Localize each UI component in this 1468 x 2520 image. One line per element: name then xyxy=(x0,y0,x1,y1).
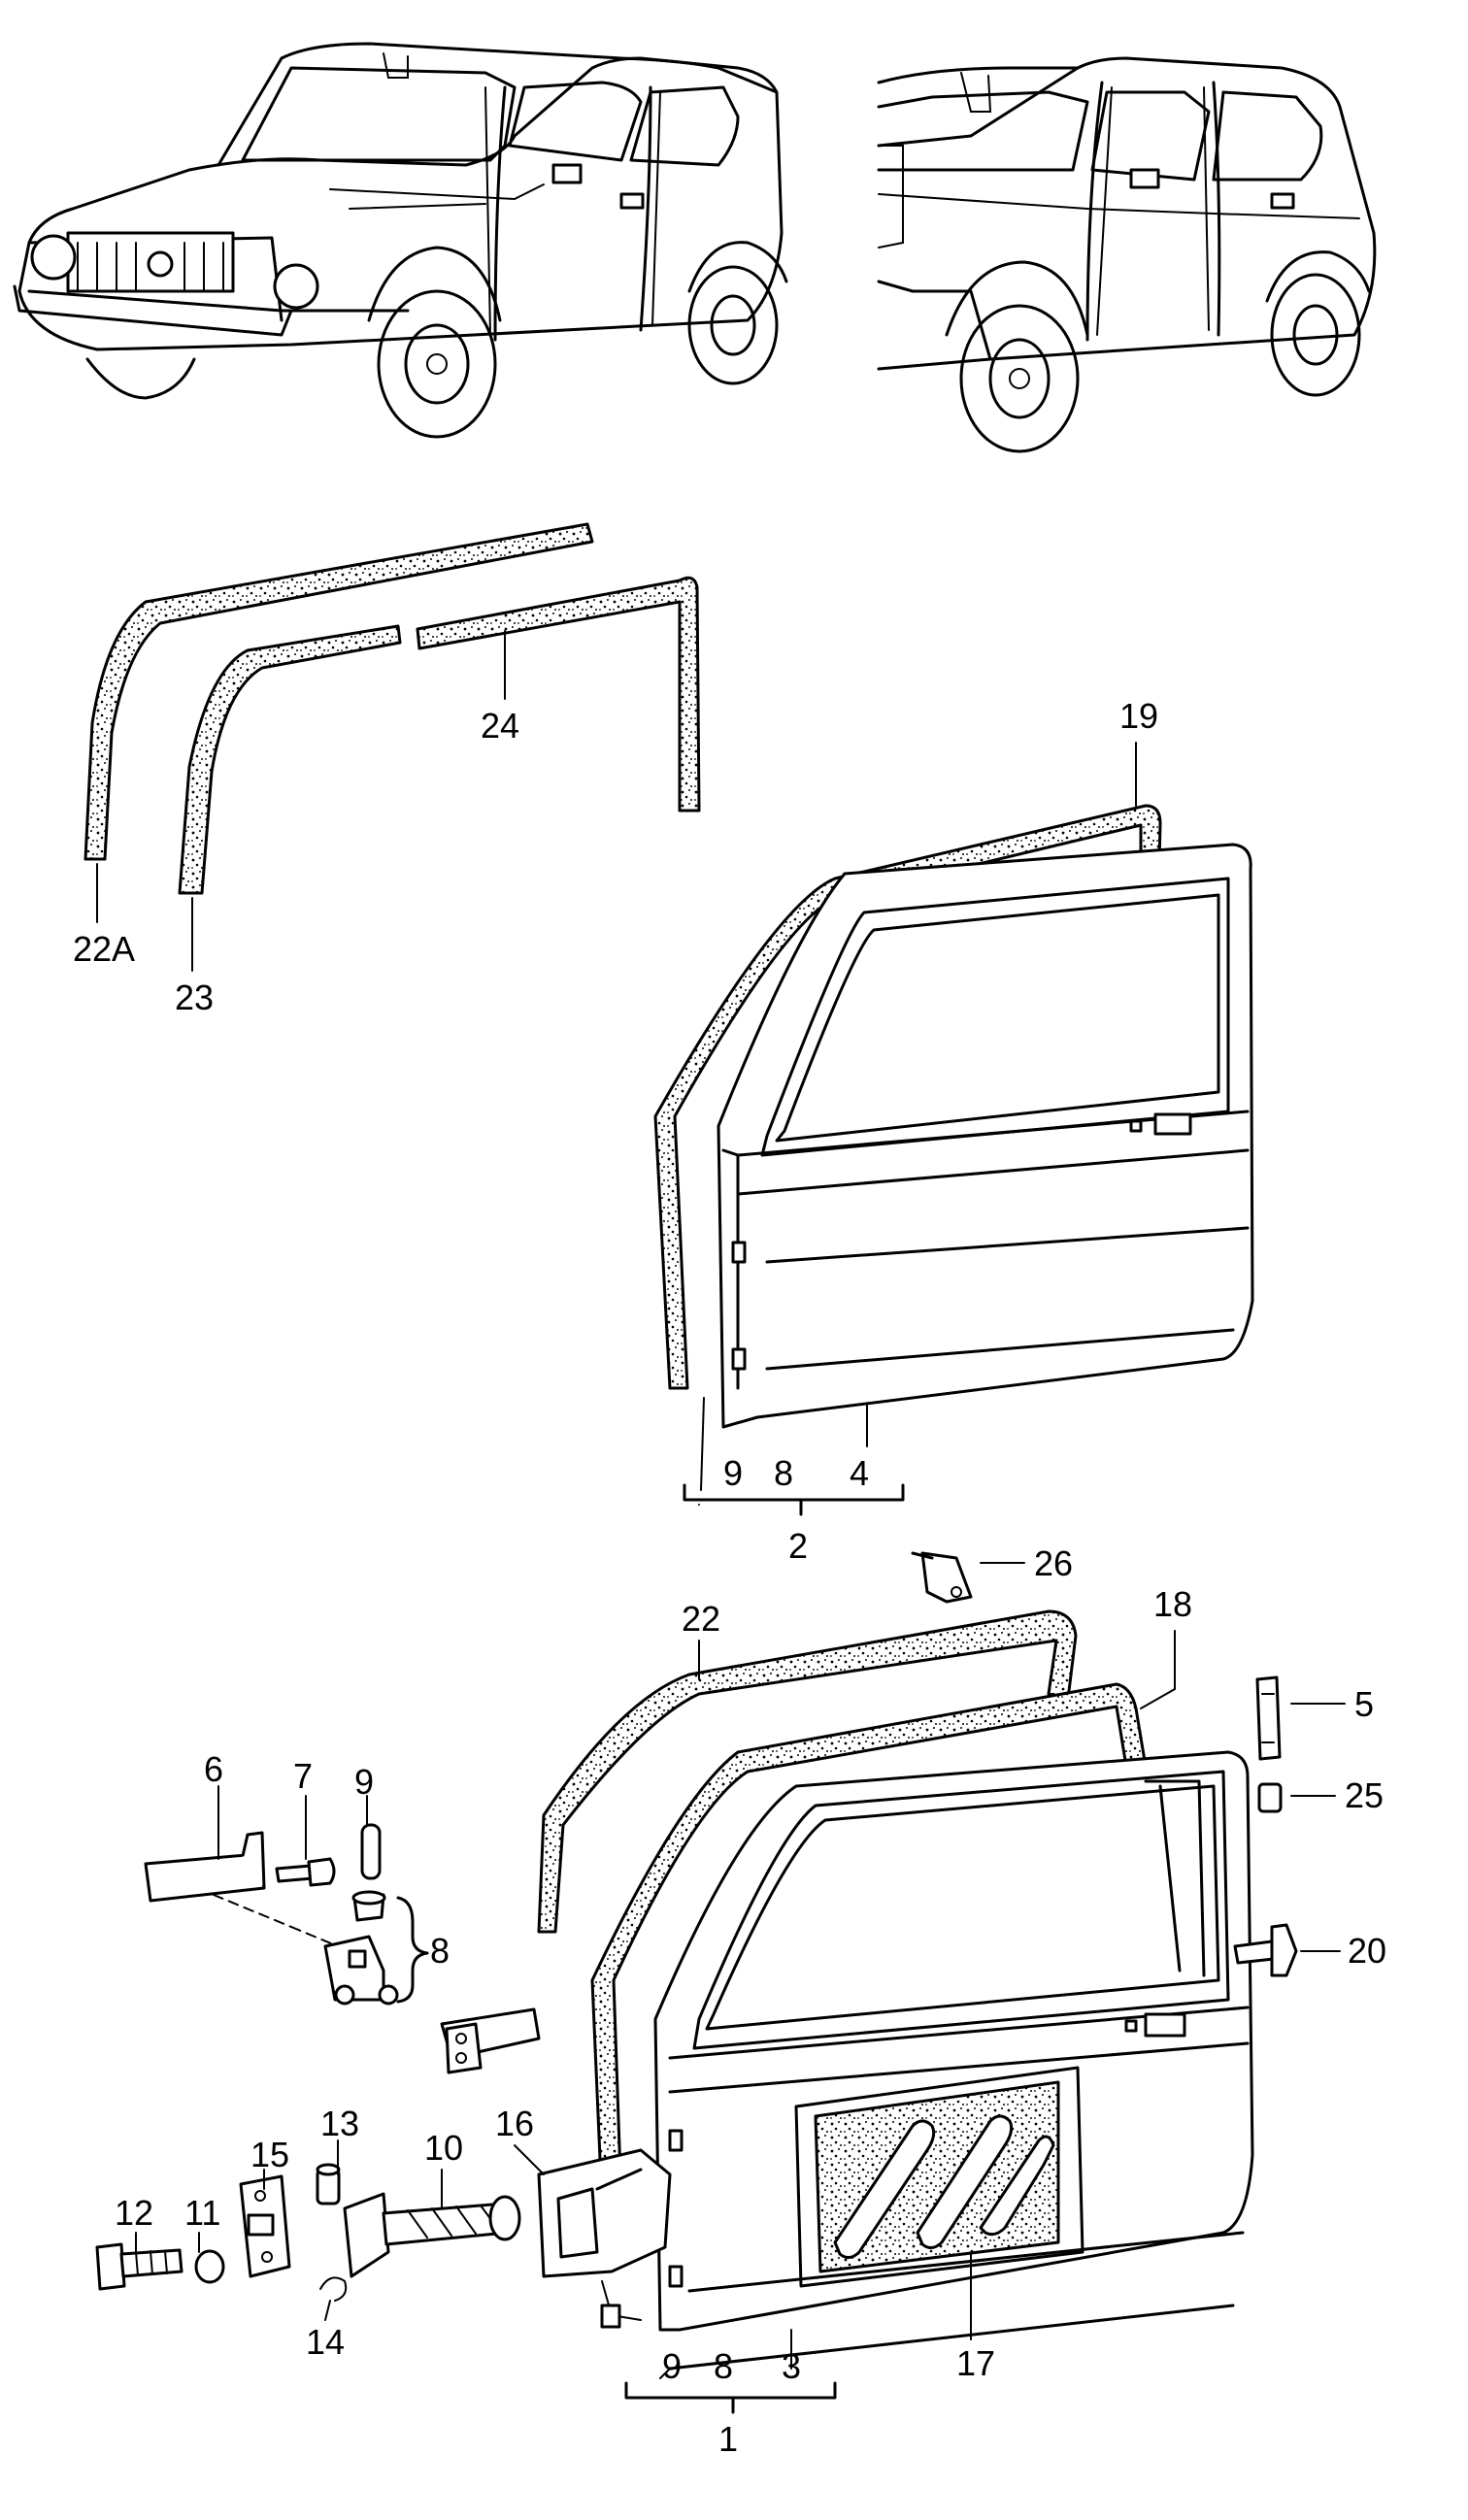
housing-16 xyxy=(537,2148,672,2329)
hinge-6 xyxy=(144,1831,350,1952)
seal-23 xyxy=(178,624,402,895)
label-5: 5 xyxy=(1354,1684,1374,1724)
label-9-upper: 9 xyxy=(723,1453,743,1493)
label-9-lower: 9 xyxy=(662,2346,682,2386)
label-2: 2 xyxy=(788,1526,808,1566)
hinge-plate xyxy=(440,2007,541,2074)
label-25: 25 xyxy=(1345,1775,1384,1815)
label-4: 4 xyxy=(850,1453,869,1493)
label-11: 11 xyxy=(184,2193,220,2233)
door-assembly-1 xyxy=(537,1609,1254,2371)
label-10: 10 xyxy=(424,2128,463,2168)
car-5-door-illustration xyxy=(877,56,1377,453)
circlip-14 xyxy=(319,2276,348,2302)
label-6: 6 xyxy=(204,1749,223,1789)
label-19: 19 xyxy=(1119,696,1158,736)
label-14: 14 xyxy=(306,2322,345,2362)
label-8-upper: 8 xyxy=(774,1453,793,1493)
label-15: 15 xyxy=(250,2135,289,2174)
part-26 xyxy=(911,1551,1025,1604)
clip-5 xyxy=(1255,1675,1346,1761)
bolt-20 xyxy=(1233,1923,1341,1977)
label-3: 3 xyxy=(782,2346,801,2386)
bushing-8 xyxy=(351,1890,386,1922)
clip-25 xyxy=(1257,1782,1336,1813)
label-26: 26 xyxy=(1034,1543,1073,1583)
hinge-bracket xyxy=(323,1896,429,2006)
label-22a: 22A xyxy=(73,929,135,969)
pin-9 xyxy=(360,1823,382,1880)
label-23: 23 xyxy=(175,978,214,1017)
seal-24 xyxy=(416,576,701,812)
label-13: 13 xyxy=(320,2104,359,2143)
label-22: 22 xyxy=(682,1599,720,1639)
label-1: 1 xyxy=(718,2419,738,2459)
seal-22a xyxy=(83,522,594,861)
part-15 xyxy=(239,2174,291,2278)
label-8-hinge: 8 xyxy=(430,1931,450,1971)
label-12: 12 xyxy=(115,2193,153,2233)
check-strap-10 xyxy=(343,2192,521,2278)
label-18: 18 xyxy=(1153,1584,1192,1624)
label-7: 7 xyxy=(293,1756,313,1796)
label-17: 17 xyxy=(956,2343,995,2383)
label-8-lower: 8 xyxy=(714,2346,733,2386)
label-16: 16 xyxy=(495,2104,534,2143)
bolt-7 xyxy=(275,1857,336,1887)
label-20: 20 xyxy=(1348,1931,1386,1971)
washer-11 xyxy=(194,2249,225,2284)
label-9-hinge: 9 xyxy=(354,1762,374,1802)
door-assembly-2 xyxy=(653,804,1254,1491)
car-3-door-illustration xyxy=(13,42,788,439)
label-24: 24 xyxy=(481,706,519,746)
part-13 xyxy=(316,2163,341,2205)
bolt-12 xyxy=(95,2242,184,2291)
